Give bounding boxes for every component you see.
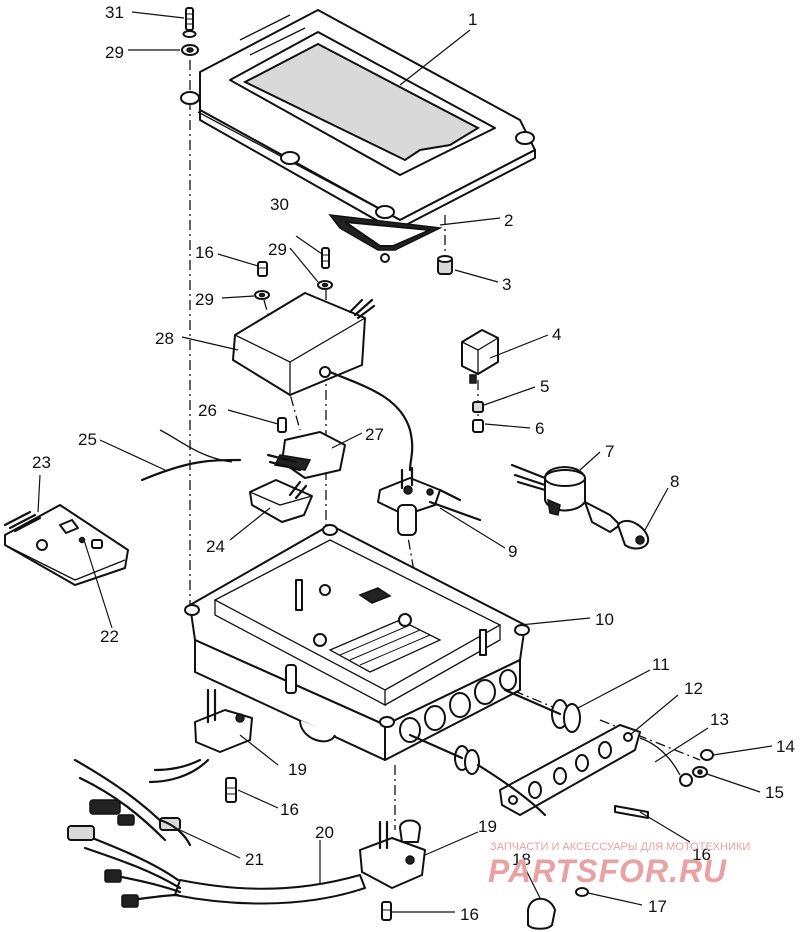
wiring-harness bbox=[67, 758, 366, 908]
connector-block-lower bbox=[359, 819, 426, 889]
gasket bbox=[328, 214, 443, 263]
callout-10: 10 bbox=[595, 610, 614, 629]
screw-26 bbox=[277, 417, 287, 433]
rectifier bbox=[249, 479, 313, 523]
key-switch bbox=[584, 501, 650, 550]
callout-22: 22 bbox=[100, 627, 119, 646]
callout-27: 27 bbox=[365, 425, 384, 444]
washer-29-top bbox=[181, 44, 199, 56]
callout-23: 23 bbox=[32, 453, 51, 472]
callout-21: 21 bbox=[245, 850, 264, 869]
callout-25: 25 bbox=[78, 430, 97, 449]
callout-4: 4 bbox=[552, 325, 561, 344]
switch-panel bbox=[3, 504, 129, 586]
throttle-cable bbox=[639, 737, 693, 787]
callout-13: 13 bbox=[710, 710, 729, 729]
bushing-5 bbox=[472, 401, 484, 413]
callout-20: 20 bbox=[315, 823, 334, 842]
callout-29-mid: 29 bbox=[268, 240, 287, 259]
screw-16-bottom bbox=[381, 901, 392, 921]
voltage-regulator bbox=[266, 431, 346, 479]
housing-box bbox=[184, 524, 530, 761]
switch-body bbox=[510, 463, 586, 516]
wire-lead bbox=[140, 429, 242, 482]
callout-19-lower: 19 bbox=[478, 817, 497, 836]
callout-29-left: 29 bbox=[195, 290, 214, 309]
relay bbox=[461, 329, 499, 384]
connector-block-upper bbox=[148, 688, 253, 784]
callout-6: 6 bbox=[535, 419, 544, 438]
nut-14 bbox=[700, 749, 714, 761]
washer-29-left bbox=[254, 290, 270, 300]
callout-19-upper: 19 bbox=[288, 760, 307, 779]
callout-9: 9 bbox=[508, 542, 517, 561]
knob-18 bbox=[527, 897, 556, 930]
washer-17 bbox=[575, 887, 589, 897]
callout-15: 15 bbox=[765, 783, 784, 802]
callout-1: 1 bbox=[468, 10, 477, 29]
callout-29-top: 29 bbox=[105, 43, 124, 62]
cover-lid bbox=[180, 9, 536, 229]
callout-12: 12 bbox=[684, 679, 703, 698]
callout-18: 18 bbox=[512, 850, 531, 869]
screw-31 bbox=[182, 7, 197, 38]
callout-7: 7 bbox=[605, 442, 614, 461]
callout-31: 31 bbox=[105, 3, 124, 22]
screw-16-right bbox=[614, 805, 649, 819]
mounting-plate bbox=[499, 724, 641, 816]
callout-3: 3 bbox=[502, 275, 511, 294]
screw-30 bbox=[321, 247, 330, 269]
callout-17: 17 bbox=[648, 897, 667, 916]
callout-5: 5 bbox=[540, 377, 549, 396]
washer-29-mid bbox=[317, 280, 333, 290]
callout-14: 14 bbox=[776, 737, 795, 756]
callout-30: 30 bbox=[270, 195, 289, 214]
washer-15 bbox=[692, 766, 708, 778]
cdi-module bbox=[232, 292, 414, 472]
cable-grommet bbox=[408, 733, 547, 817]
screw-16-top bbox=[257, 261, 268, 277]
watermark: ЗАПЧАСТИ И АКСЕССУАРЫ ДЛЯ МОТОТЕХНИКИ PA… bbox=[488, 841, 750, 889]
leader-lines bbox=[37, 11, 773, 913]
callout-16-right: 16 bbox=[692, 845, 711, 864]
callout-16-top: 16 bbox=[195, 243, 214, 262]
callout-2: 2 bbox=[504, 211, 513, 230]
connector-bracket bbox=[377, 466, 482, 536]
callout-11: 11 bbox=[652, 655, 670, 674]
watermark-logo: PARTSFOR.RU bbox=[488, 853, 727, 889]
watermark-tagline: ЗАПЧАСТИ И АКСЕССУАРЫ ДЛЯ МОТОТЕХНИКИ bbox=[490, 841, 750, 853]
grommet bbox=[437, 255, 453, 275]
callout-8: 8 bbox=[670, 472, 679, 491]
callout-16-bottom: 16 bbox=[460, 905, 479, 924]
callout-24: 24 bbox=[206, 537, 225, 556]
screw-16-lower bbox=[225, 777, 237, 803]
callout-26: 26 bbox=[198, 401, 217, 420]
callout-28: 28 bbox=[155, 329, 174, 348]
grommet-seal bbox=[503, 688, 581, 733]
callout-16-left: 16 bbox=[280, 800, 299, 819]
callout-labels: 1 2 3 4 5 6 7 8 9 10 11 12 13 14 15 16 1… bbox=[32, 3, 795, 924]
bushing-6 bbox=[472, 419, 484, 433]
